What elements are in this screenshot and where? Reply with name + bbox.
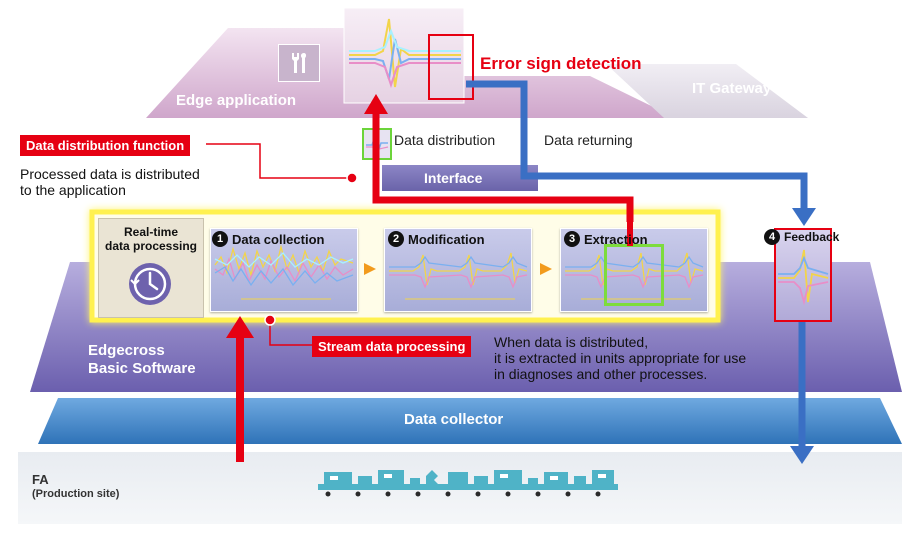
- tools-icon: [278, 44, 320, 82]
- step-modification: 2 Modification: [388, 231, 485, 247]
- it-gateway-label: IT Gateway: [692, 80, 772, 97]
- step-number-3: 3: [564, 231, 580, 247]
- error-sign-detection-label: Error sign detection: [480, 54, 642, 73]
- extraction-note-line3: in diagnoses and other processes.: [494, 366, 708, 382]
- modification-label: Modification: [408, 231, 485, 247]
- stream-data-processing-label: Stream data processing: [312, 336, 472, 357]
- processed-data-text-line2: to the application: [20, 182, 126, 198]
- data-distribution-label: Data distribution: [394, 132, 496, 148]
- realtime-clock-icon: [129, 263, 171, 305]
- realtime-processing-box: Real-time data processing: [98, 218, 204, 318]
- step-number-2: 2: [388, 231, 404, 247]
- step-number-1: 1: [212, 231, 228, 247]
- fa-label: FA: [32, 472, 49, 487]
- extraction-window-frame: [604, 244, 664, 306]
- edge-application-label: Edge application: [176, 92, 297, 109]
- feedback-waveform: [778, 249, 829, 306]
- realtime-label-line1: Real-time: [123, 225, 179, 239]
- edgecross-label-line2: Basic Software: [88, 360, 196, 377]
- factory-line-icon: [318, 470, 618, 497]
- step-data-collection: 1 Data collection: [212, 231, 324, 247]
- data-collection-label: Data collection: [232, 231, 325, 247]
- extraction-red-connector: [627, 202, 633, 246]
- data-collector-band: [38, 398, 902, 444]
- data-distribution-icon: [362, 128, 392, 160]
- error-sign-frame: [428, 34, 474, 100]
- extraction-panel: [560, 228, 708, 312]
- realtime-label-line2: data processing: [104, 239, 198, 253]
- extraction-note-line2: it is extracted in units appropriate for…: [494, 350, 747, 366]
- feedback-label: Feedback: [784, 230, 840, 244]
- extraction-waveform: [565, 252, 704, 300]
- step-extraction: 3 Extraction: [564, 231, 648, 247]
- modification-panel: [384, 228, 532, 312]
- data-returning-label: Data returning: [544, 132, 633, 148]
- data-distribution-function-label: Data distribution function: [20, 135, 191, 156]
- data-collection-panel: [210, 228, 358, 312]
- step-number-4: 4: [764, 229, 780, 245]
- data-collector-label: Data collector: [404, 411, 504, 428]
- feedback-panel: [774, 228, 832, 322]
- processed-data-text-line1: Processed data is distributed: [20, 166, 200, 182]
- data-collection-waveform: [214, 244, 354, 300]
- edgecross-label-line1: Edgecross: [88, 342, 165, 359]
- extraction-note-line1: When data is distributed,: [494, 334, 649, 350]
- production-site-label: (Production site): [32, 488, 120, 500]
- modification-waveform: [389, 252, 528, 300]
- extraction-label: Extraction: [584, 231, 648, 247]
- step-feedback: 4 Feedback: [764, 229, 839, 245]
- edge-app-waveform: [349, 18, 461, 89]
- interface-label: Interface: [424, 170, 483, 186]
